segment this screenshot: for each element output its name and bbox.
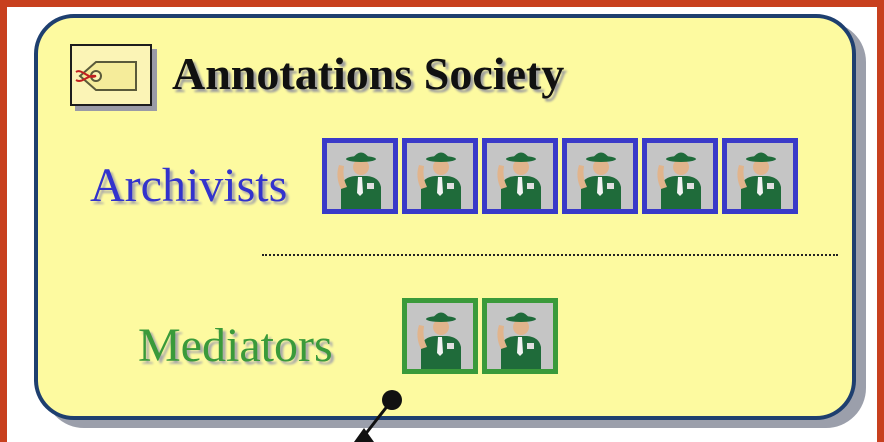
society-title: Annotations Society	[172, 48, 565, 99]
mediators-label: Mediators	[138, 319, 333, 372]
archivists-members	[322, 138, 798, 214]
group-divider	[262, 254, 838, 256]
ranger-person-icon	[402, 138, 478, 214]
connector-line	[354, 390, 402, 442]
ranger-person-icon	[482, 298, 558, 374]
mediators-members	[402, 298, 558, 374]
archivists-label: Archivists	[90, 159, 288, 212]
ranger-person-icon	[642, 138, 718, 214]
ranger-person-icon	[562, 138, 638, 214]
ranger-person-icon	[722, 138, 798, 214]
tag-icon	[70, 44, 152, 106]
ranger-person-icon	[482, 138, 558, 214]
ranger-person-icon	[322, 138, 398, 214]
ranger-person-icon	[402, 298, 478, 374]
